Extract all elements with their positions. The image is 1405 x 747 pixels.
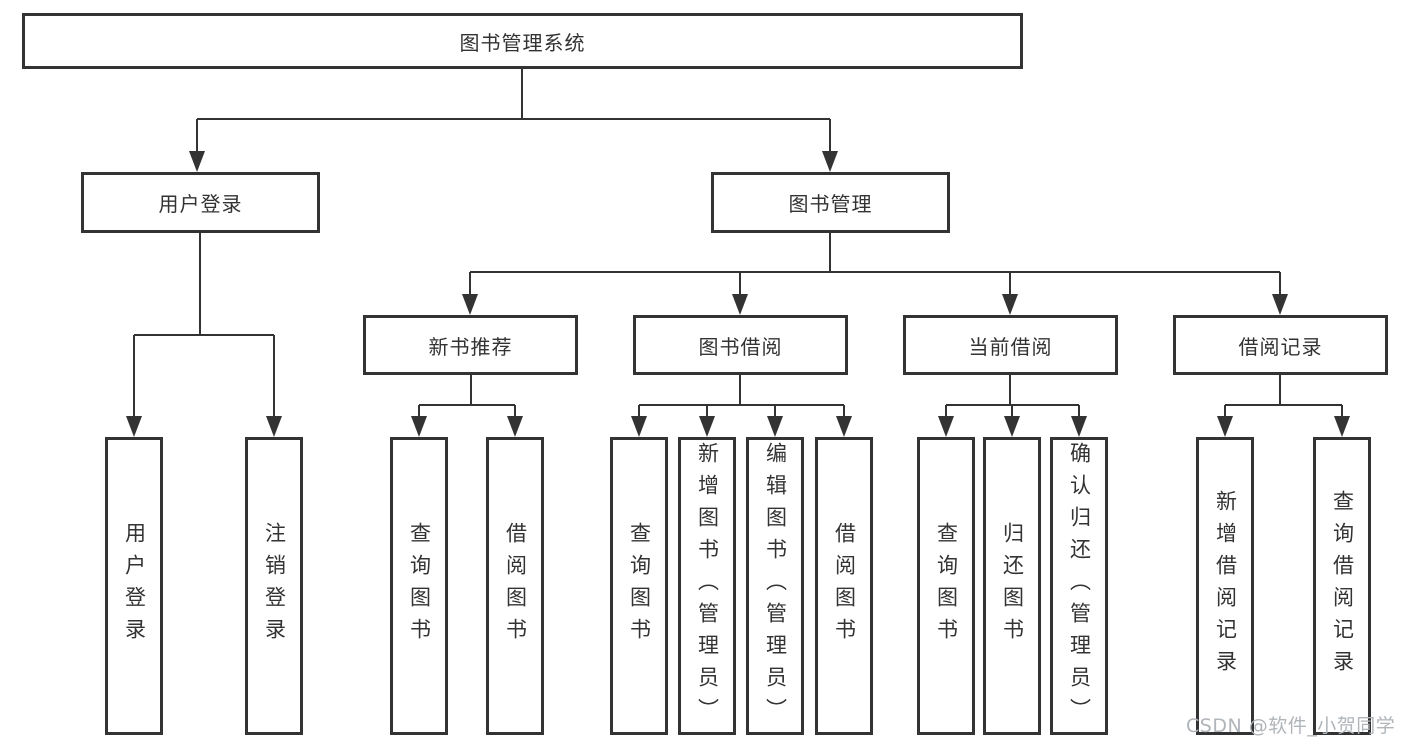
node-book-management: 图书管理 (711, 172, 950, 233)
node-borrow-records: 借阅记录 (1173, 315, 1388, 375)
leaf-borrow-books-1: 借阅图书 (486, 437, 544, 735)
arrowheads (126, 151, 1350, 437)
leaf-query-books-2: 查询图书 (610, 437, 668, 735)
node-book-borrow: 图书借阅 (633, 315, 848, 375)
leaf-user-login: 用户登录 (105, 437, 163, 735)
leaf-query-borrow-record: 查询借阅记录 (1313, 437, 1371, 735)
leaf-confirm-return-admin: 确认归还（管理员） (1050, 437, 1108, 735)
connector-paths (133, 69, 1343, 419)
node-new-book-recommend: 新书推荐 (363, 315, 578, 375)
leaf-query-books-3: 查询图书 (917, 437, 975, 735)
leaf-borrow-books-2: 借阅图书 (815, 437, 873, 735)
leaf-logout: 注销登录 (245, 437, 303, 735)
watermark: CSDN @软件_小贺同学 (1186, 715, 1396, 737)
node-current-borrow: 当前借阅 (903, 315, 1118, 375)
leaf-add-borrow-record: 新增借阅记录 (1196, 437, 1254, 735)
leaf-return-books: 归还图书 (983, 437, 1041, 735)
node-user-login: 用户登录 (81, 172, 320, 233)
leaf-edit-books-admin: 编辑图书（管理员） (746, 437, 804, 735)
leaf-add-books-admin: 新增图书（管理员） (678, 437, 736, 735)
leaf-query-books-1: 查询图书 (390, 437, 448, 735)
node-root: 图书管理系统 (22, 13, 1023, 69)
